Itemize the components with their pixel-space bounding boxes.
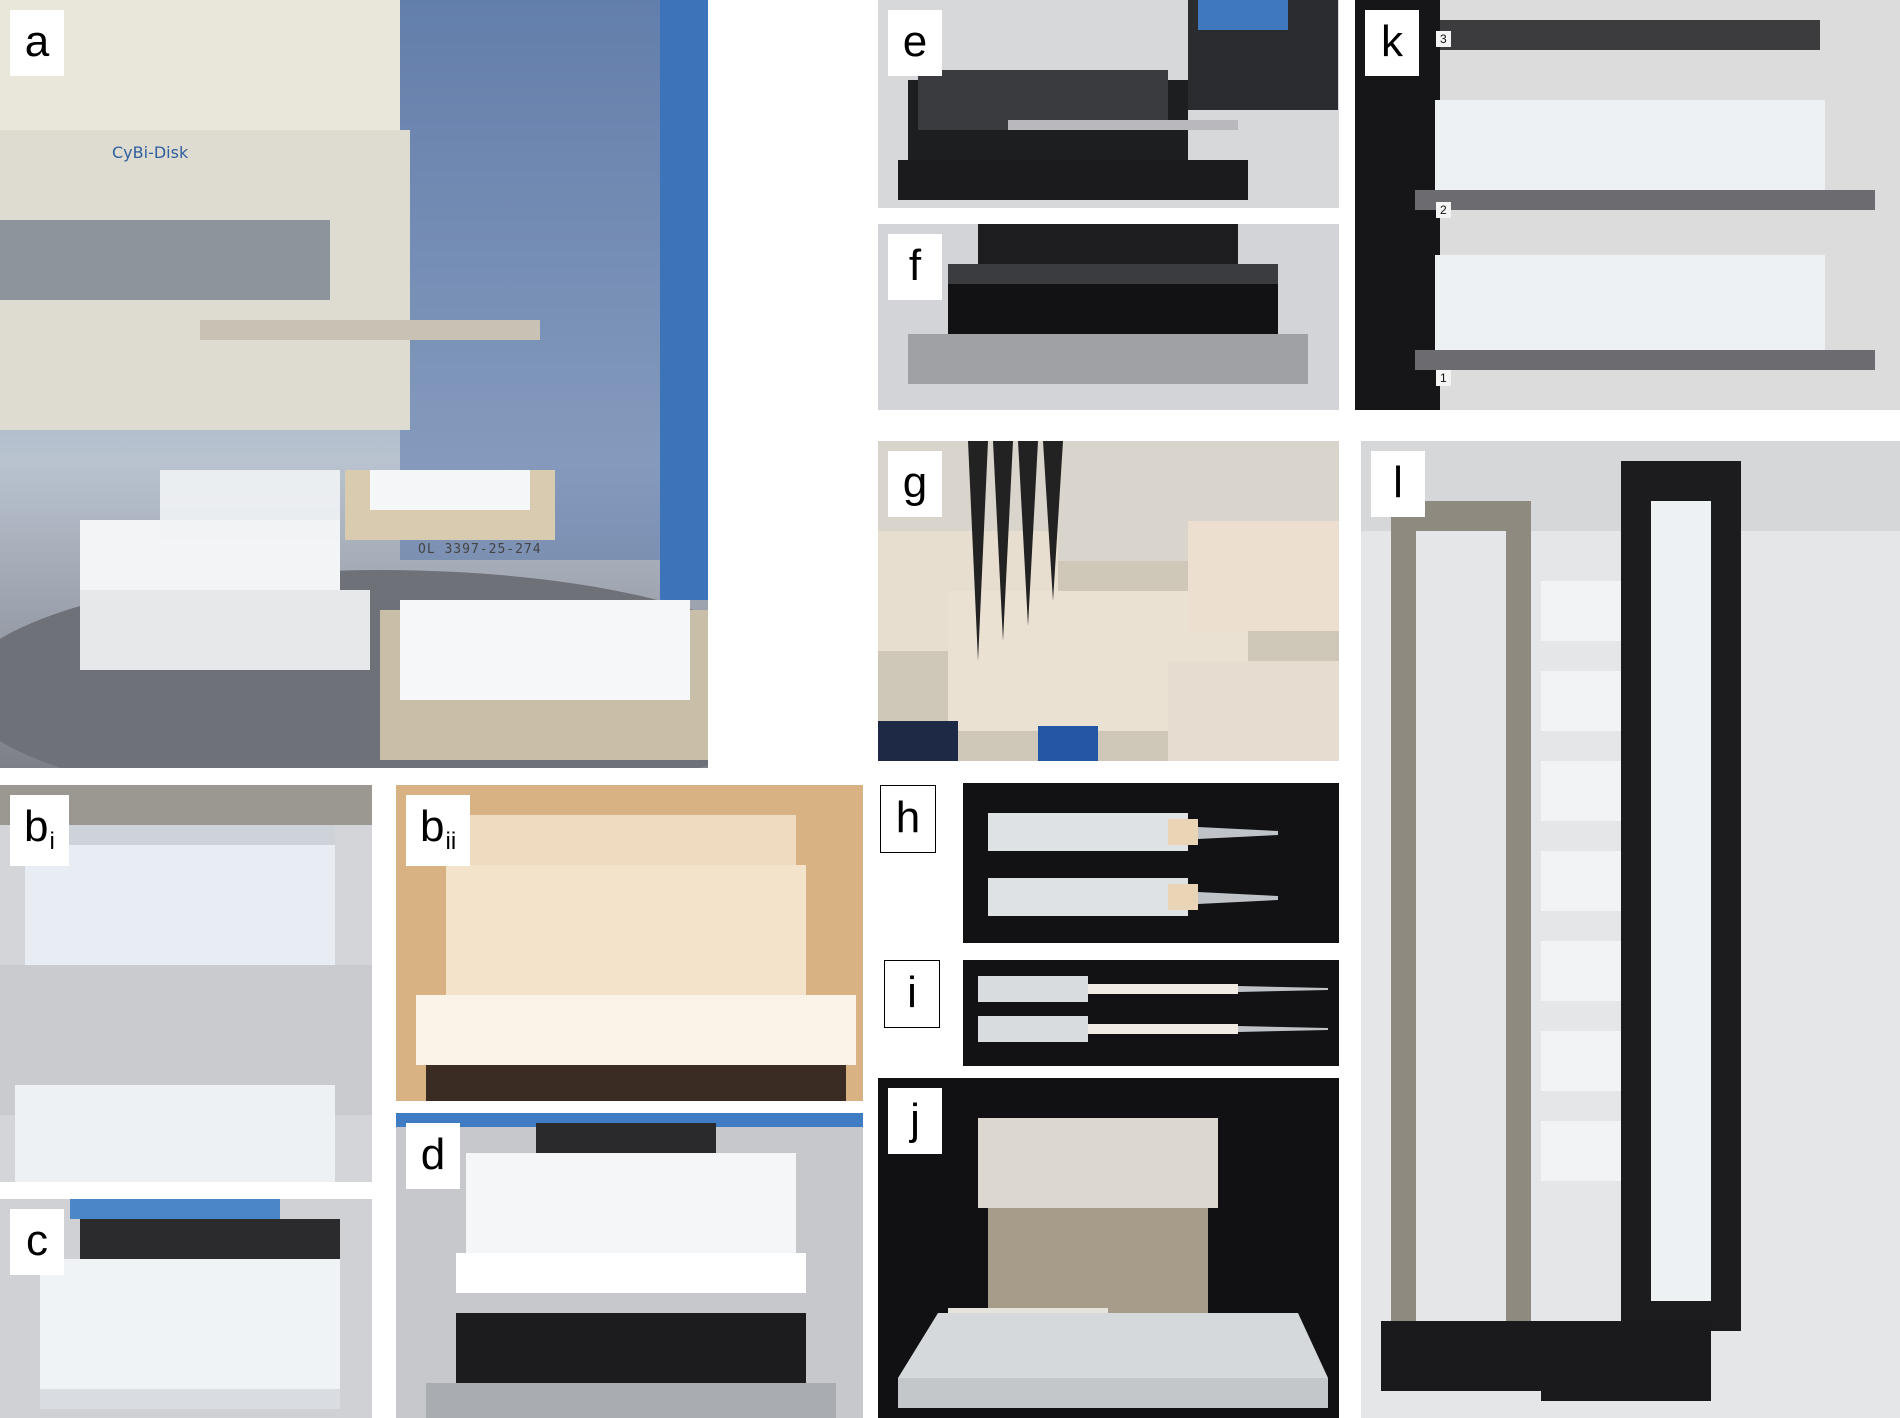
- photo-panel-c: c: [0, 1199, 372, 1418]
- photo-panel-f: f: [878, 224, 1339, 410]
- plate-stamp-text: OL 3397-25-274: [418, 542, 542, 557]
- panel-label-i: i: [884, 960, 940, 1028]
- shelf-number-1: 1: [1436, 370, 1451, 386]
- shelf-number-2: 2: [1436, 202, 1451, 218]
- photo-panel-d: d: [396, 1113, 863, 1418]
- panel-label-bii-sub: ii: [445, 828, 457, 855]
- panel-label-bi-sub: i: [49, 828, 55, 855]
- photo-a-illustration: [0, 0, 708, 768]
- shelf-number-3: 3: [1436, 31, 1451, 47]
- photo-bii-illustration: [396, 785, 863, 1101]
- photo-i-illustration: [963, 960, 1339, 1066]
- panel-label-a: a: [10, 10, 64, 76]
- photo-e-illustration: [878, 0, 1339, 208]
- photo-j-illustration: [878, 1078, 1339, 1418]
- panel-label-bi: bi: [10, 795, 69, 866]
- photo-panel-g: g: [878, 441, 1339, 761]
- panel-label-e: e: [888, 10, 942, 76]
- panel-label-k: k: [1365, 10, 1419, 76]
- photo-g-illustration: [878, 441, 1339, 761]
- photo-f-illustration: [878, 224, 1339, 410]
- photo-panel-j: j: [878, 1078, 1339, 1418]
- photo-panel-bi: bi: [0, 785, 372, 1182]
- photo-l-illustration: [1361, 441, 1900, 1418]
- panel-label-l: l: [1371, 451, 1425, 517]
- panel-label-bii: bii: [406, 795, 471, 866]
- photo-panel-l: l: [1361, 441, 1900, 1418]
- panel-label-bii-letter: b: [420, 802, 445, 851]
- photo-panel-bii: bii: [396, 785, 863, 1101]
- panel-label-f: f: [888, 234, 942, 300]
- panel-label-bi-letter: b: [24, 802, 49, 851]
- panel-label-j: j: [888, 1088, 942, 1154]
- photo-panel-h: h: [878, 783, 1339, 943]
- photo-panel-a: CyBi-Disk OL 3397-25-274 a: [0, 0, 708, 768]
- photo-panel-k: 3 2 1 k: [1355, 0, 1900, 410]
- photo-h-illustration: [963, 783, 1339, 943]
- photo-k-illustration: [1355, 0, 1900, 410]
- photo-panel-e: e: [878, 0, 1339, 208]
- panel-label-h: h: [880, 785, 936, 853]
- cybi-disk-brand-text: CyBi-Disk: [112, 143, 189, 162]
- panel-label-d: d: [406, 1123, 460, 1189]
- photo-d-illustration: [396, 1113, 863, 1418]
- panel-label-c: c: [10, 1209, 64, 1275]
- photo-panel-i: i: [878, 956, 1339, 1066]
- panel-label-g: g: [888, 451, 942, 517]
